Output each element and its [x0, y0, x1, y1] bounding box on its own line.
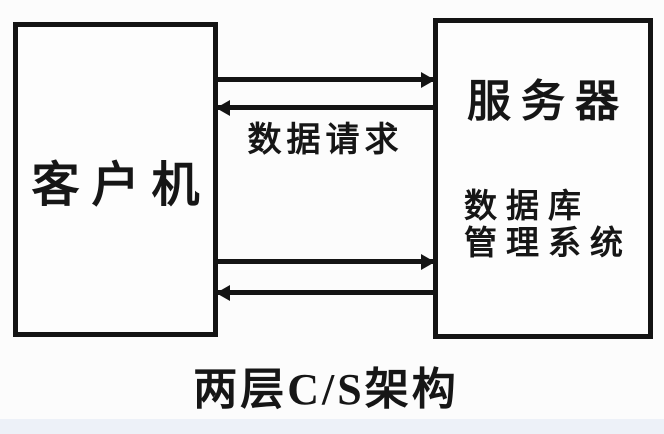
arrow-server-to-client-bottom: [216, 284, 433, 301]
arrow-client-to-server-bottom: [218, 253, 435, 270]
arrowhead-left-icon: [216, 284, 230, 301]
arrowhead-left-icon: [216, 99, 230, 116]
client-box: 客户机: [13, 22, 218, 337]
diagram-caption: 两层C/S架构: [193, 365, 459, 414]
server-subsystem-line2: 管理系统: [464, 226, 632, 262]
server-subsystem-label: 数据库 管理系统: [464, 189, 632, 263]
data-request-label: 数据请求: [247, 122, 404, 159]
arrowhead-right-icon: [421, 253, 435, 270]
client-box-label: 客户机: [31, 158, 212, 212]
arrowhead-right-icon: [421, 71, 435, 88]
server-box: [433, 18, 653, 339]
server-box-label: 服务器: [467, 77, 629, 126]
server-subsystem-line1: 数据库: [464, 189, 590, 225]
arrow-client-to-server-top: [218, 71, 435, 88]
footer-strip: [0, 419, 664, 434]
arrow-server-to-client-top: [216, 99, 433, 116]
